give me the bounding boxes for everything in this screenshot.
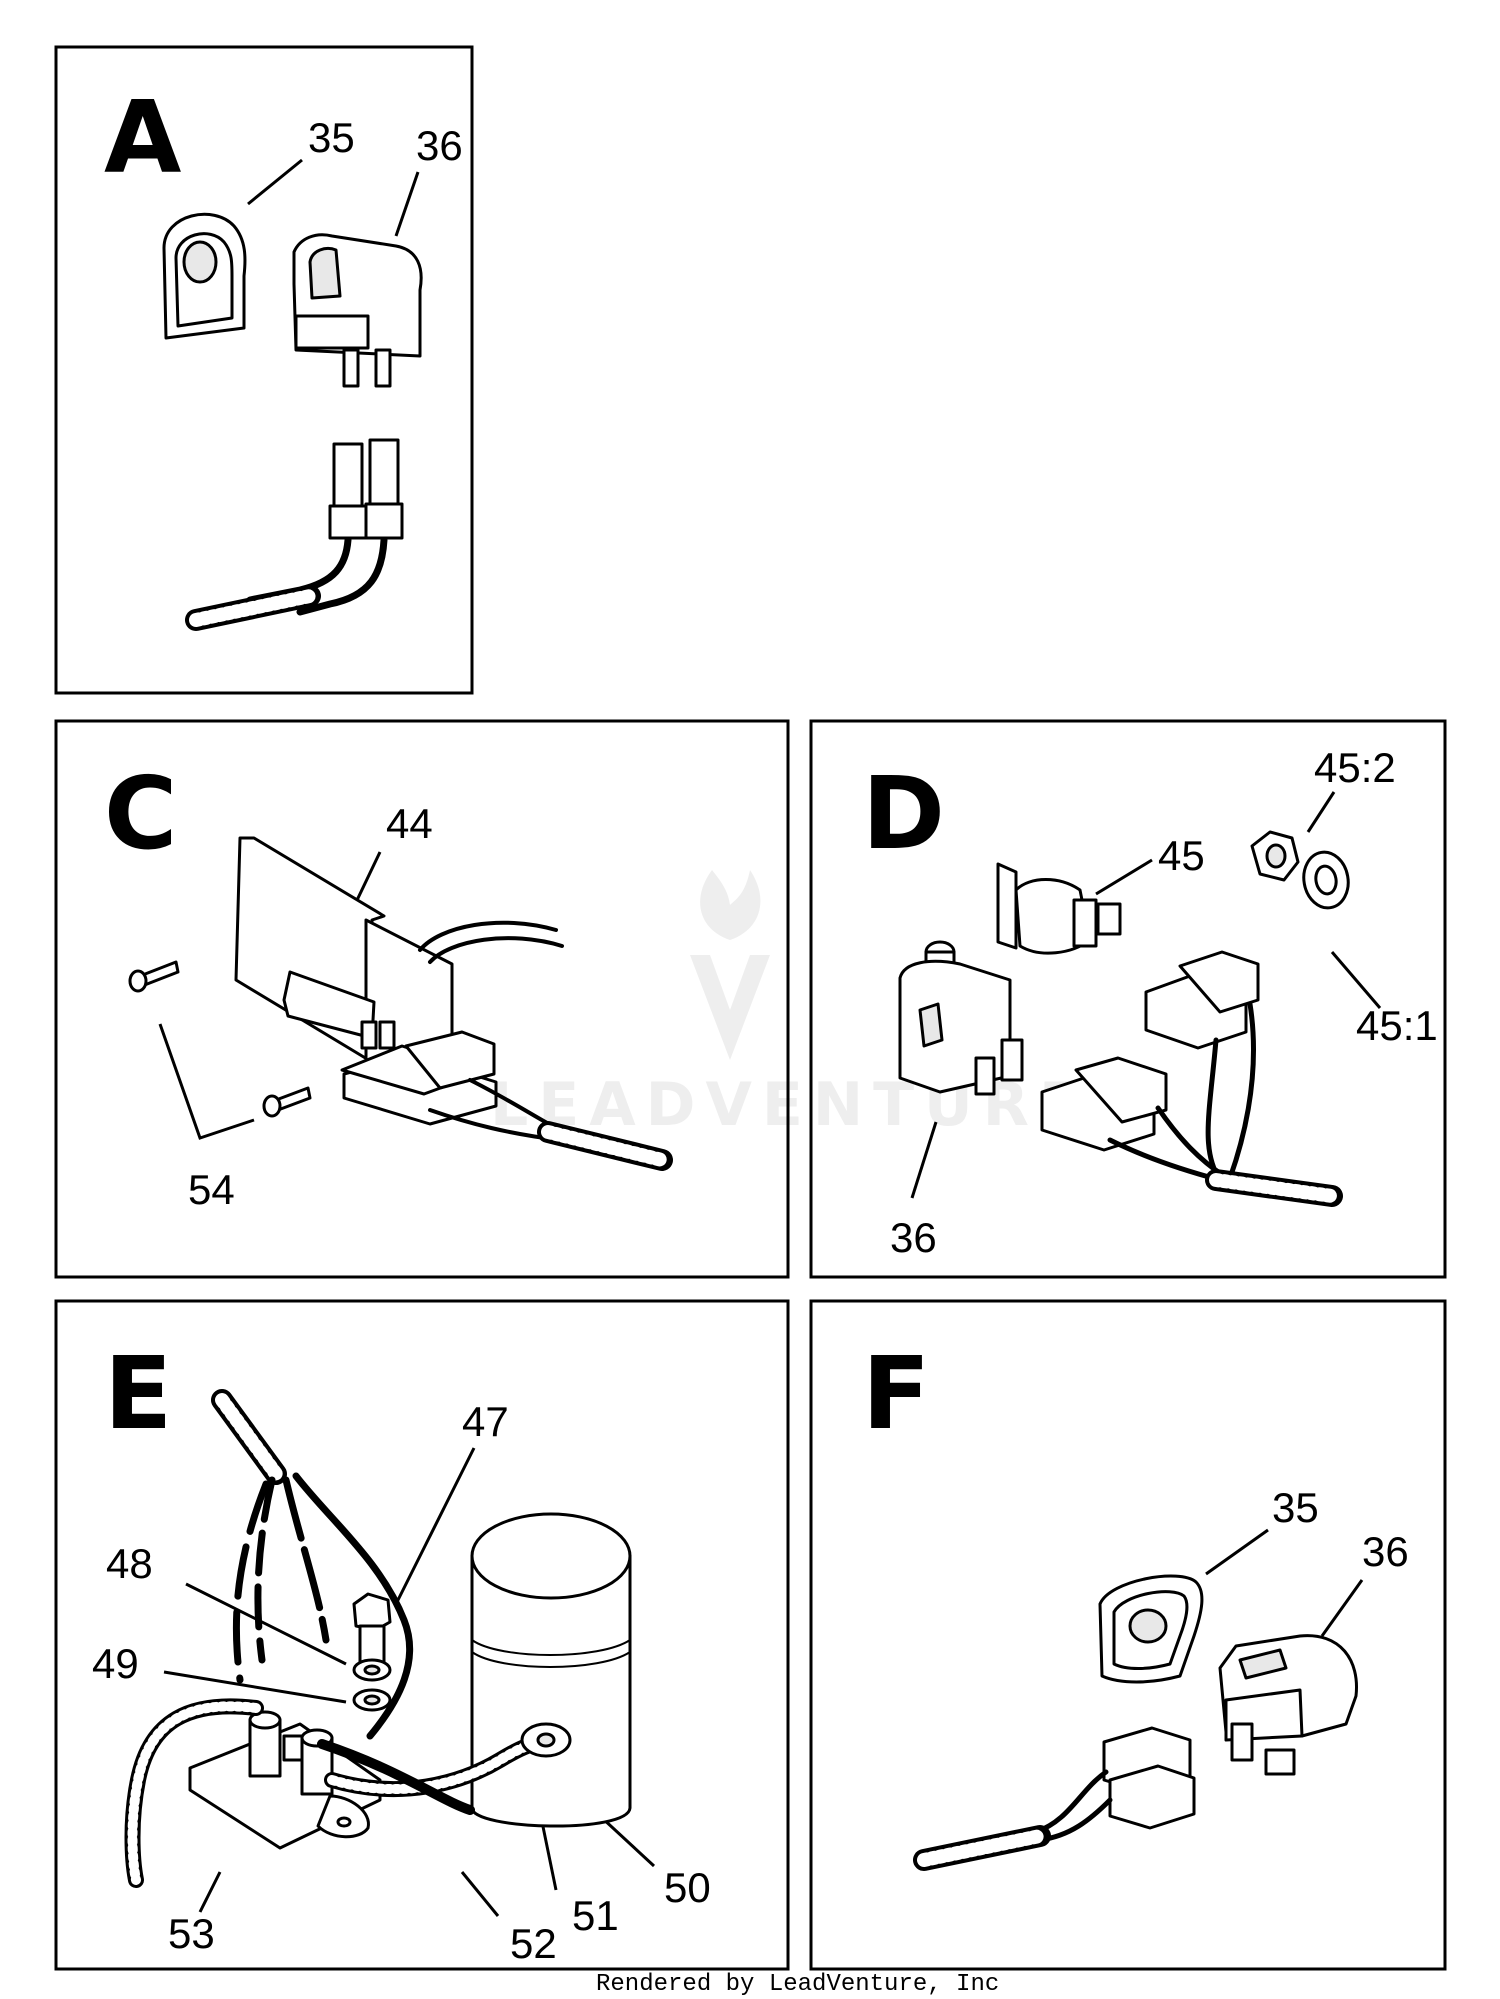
grommet-icon — [162, 212, 247, 340]
panel-c-letter: C — [104, 755, 177, 872]
switch-icon — [292, 233, 423, 388]
panel-a-letter: A — [104, 79, 181, 196]
callout-e-49: 49 — [92, 1640, 139, 1687]
leader-e-52 — [460, 1871, 500, 1917]
panel-f-frame — [809, 1299, 1447, 1971]
panel-a: A 35 36 — [54, 45, 474, 695]
panel-d-letter: D — [862, 755, 945, 872]
wire-harness-icon — [185, 438, 404, 631]
bracket-icon — [234, 836, 564, 1064]
leader-e-48 — [185, 1582, 347, 1666]
battery-cable-icon — [124, 1698, 475, 1888]
callout-e-52: 52 — [510, 1920, 557, 1967]
panel-f: F 35 36 — [809, 1299, 1447, 1971]
panel-c-frame — [54, 719, 790, 1279]
callout-d-36: 36 — [890, 1214, 937, 1261]
callout-c-44: 44 — [386, 800, 433, 847]
panel-c: C 44 54 — [54, 719, 790, 1279]
wire-harness-icon — [340, 1030, 673, 1171]
wire-harness-icon — [211, 1389, 414, 1740]
callout-d-45: 45 — [1158, 832, 1205, 879]
capacitor-icon — [470, 1512, 632, 1828]
washer-icon — [1302, 850, 1350, 910]
lamp-socket-icon — [996, 862, 1122, 955]
callout-c-54: 54 — [188, 1166, 235, 1213]
panel-e: E 47 48 49 53 52 51 50 — [54, 1299, 790, 1971]
callout-a-36: 36 — [416, 122, 463, 169]
callout-f-36: 36 — [1362, 1528, 1409, 1575]
callout-f-35: 35 — [1272, 1484, 1319, 1531]
leader-e-53 — [198, 1871, 222, 1913]
leader-a-36 — [394, 171, 420, 237]
leader-d-45-2 — [1306, 791, 1336, 833]
panel-f-letter: F — [862, 1335, 930, 1452]
wire-harness-icon — [913, 1726, 1196, 1871]
callout-a-35: 35 — [308, 114, 355, 161]
switch-icon — [898, 940, 1024, 1096]
leader-d-45-1 — [1330, 951, 1382, 1009]
panel-e-letter: E — [104, 1335, 172, 1452]
callout-d-45-2: 45:2 — [1314, 744, 1396, 791]
leader-d-36 — [910, 1121, 938, 1199]
leader-f-35 — [1205, 1528, 1269, 1576]
footer-credit: Rendered by LeadVenture, Inc — [596, 1971, 999, 1998]
solenoid-icon — [188, 1710, 382, 1850]
callout-e-53: 53 — [168, 1910, 215, 1957]
nut-icon — [1250, 830, 1300, 882]
callout-e-50: 50 — [664, 1864, 711, 1911]
callout-d-45-1: 45:1 — [1356, 1002, 1438, 1049]
ground-cable-icon — [324, 1722, 572, 1797]
leader-f-36 — [1320, 1579, 1364, 1637]
wire-harness-icon — [1040, 950, 1343, 1207]
callout-e-47: 47 — [462, 1398, 509, 1445]
micro-switch-icon — [282, 970, 396, 1050]
leader-a-35 — [247, 158, 303, 206]
grommet-icon — [1098, 1574, 1204, 1684]
leader-c-54 — [158, 1023, 255, 1140]
panel-e-frame — [54, 1299, 790, 1971]
panel-d-frame — [809, 719, 1447, 1279]
washer-icon — [352, 1658, 392, 1712]
callout-e-48: 48 — [106, 1540, 153, 1587]
switch-icon — [1218, 1634, 1358, 1776]
callout-e-51: 51 — [572, 1892, 619, 1939]
panel-d: D 45:2 45 45:1 36 — [809, 719, 1447, 1279]
leader-e-47 — [394, 1447, 476, 1605]
leader-d-45 — [1095, 858, 1153, 896]
panel-a-frame — [54, 45, 474, 695]
screw-icon — [128, 960, 312, 1118]
leader-e-49 — [163, 1670, 347, 1704]
